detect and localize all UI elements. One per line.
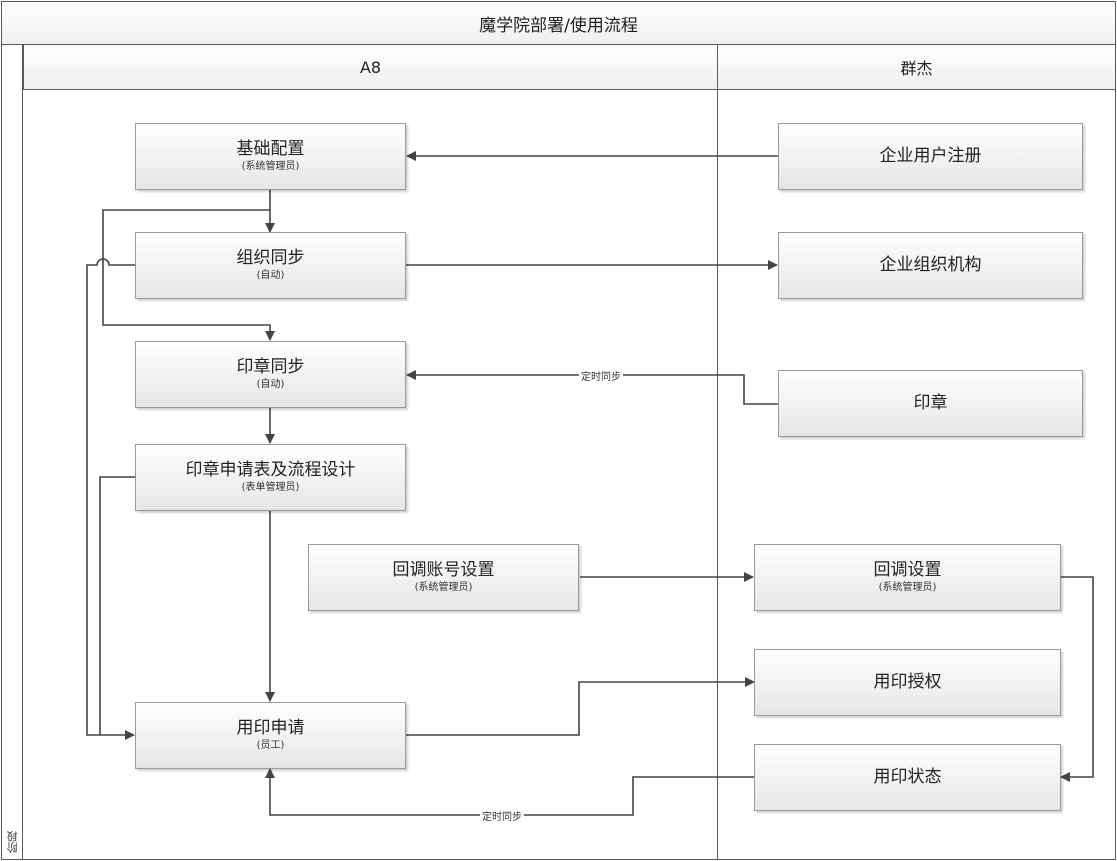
node-org-sync-label: 组织同步 — [236, 248, 305, 268]
node-enterprise-register[interactable]: 企业用户注册 — [778, 123, 1083, 190]
node-seal-sync-sub: (自动) — [256, 379, 285, 390]
lane-header-qunjie-text: 群杰 — [900, 59, 933, 78]
node-callback-setting-sub: (系统管理员) — [878, 582, 937, 593]
node-seal-status[interactable]: 用印状态 — [754, 744, 1061, 811]
node-seal-authorize-label: 用印授权 — [873, 672, 942, 692]
node-seal-apply[interactable]: 用印申请 (员工) — [135, 702, 406, 769]
node-org-sync[interactable]: 组织同步 (自动) — [135, 232, 406, 299]
lane-qunjie — [717, 90, 1116, 860]
node-base-config[interactable]: 基础配置 (系统管理员) — [135, 123, 406, 190]
node-seal-sync-label: 印章同步 — [236, 357, 305, 377]
edge-label-status-sync: 定时同步 — [480, 808, 524, 823]
diagram-title-text: 魔学院部署/使用流程 — [479, 15, 638, 36]
node-callback-setting-label: 回调设置 — [873, 560, 942, 580]
node-callback-setting[interactable]: 回调设置 (系统管理员) — [754, 544, 1061, 611]
stage-label: 阶段 — [6, 831, 19, 853]
lane-header-a8-text: A8 — [359, 57, 382, 77]
edge-label-seal-sync: 定时同步 — [579, 368, 623, 383]
node-seal-status-label: 用印状态 — [873, 767, 942, 787]
node-seal-form[interactable]: 印章申请表及流程设计 (表单管理员) — [135, 444, 406, 511]
node-seal-apply-sub: (员工) — [256, 740, 285, 751]
node-base-config-label: 基础配置 — [236, 139, 305, 159]
node-seal[interactable]: 印章 — [778, 370, 1083, 437]
diagram-title: 魔学院部署/使用流程 — [1, 1, 1116, 45]
node-seal-form-label: 印章申请表及流程设计 — [185, 460, 356, 480]
node-seal-authorize[interactable]: 用印授权 — [754, 649, 1061, 716]
node-seal-sync[interactable]: 印章同步 (自动) — [135, 341, 406, 408]
node-base-config-sub: (系统管理员) — [241, 161, 300, 172]
lane-a8 — [23, 90, 718, 860]
node-enterprise-register-label: 企业用户注册 — [879, 146, 982, 166]
node-org-sync-sub: (自动) — [256, 270, 285, 281]
node-callback-account-label: 回调账号设置 — [392, 560, 495, 580]
node-callback-account[interactable]: 回调账号设置 (系统管理员) — [308, 544, 579, 611]
stage-column: 阶段 — [1, 45, 23, 860]
node-enterprise-org[interactable]: 企业组织机构 — [778, 232, 1083, 299]
node-seal-apply-label: 用印申请 — [236, 718, 305, 738]
node-seal-form-sub: (表单管理员) — [241, 482, 300, 493]
node-enterprise-org-label: 企业组织机构 — [879, 255, 982, 275]
lane-header-a8: A8 — [23, 45, 718, 90]
node-callback-account-sub: (系统管理员) — [414, 582, 473, 593]
node-seal-label: 印章 — [913, 393, 948, 413]
lane-header-qunjie: 群杰 — [717, 45, 1116, 90]
